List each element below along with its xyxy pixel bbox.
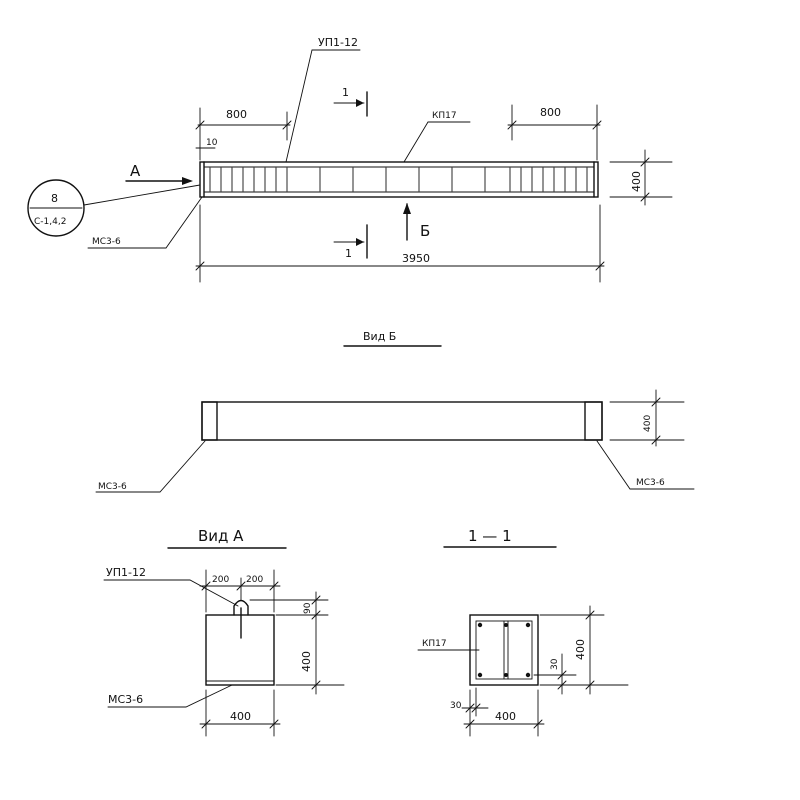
- leader-up1-12: [103, 579, 239, 607]
- label-kp17: КП17: [422, 639, 447, 649]
- rebar-dot: [504, 673, 508, 677]
- tick: [651, 397, 661, 407]
- tick: [595, 261, 605, 271]
- detail-callout-circle: [27, 179, 85, 237]
- detail-callout-leader: [83, 184, 201, 206]
- view-a-arrowhead: [182, 177, 193, 185]
- tick: [311, 680, 321, 690]
- dim-label-200-left: 200: [212, 575, 229, 585]
- view-b-beam: [201, 401, 603, 441]
- dim-label-3950: 3950: [402, 252, 430, 265]
- detail-callout-sheet: С-1,4,2: [34, 217, 66, 227]
- label-mc3-6-left: МС3-6: [98, 482, 127, 492]
- rebar-dot: [525, 672, 531, 678]
- view-b-end-plate-right: [584, 401, 603, 441]
- label-kp17: КП17: [432, 111, 457, 121]
- section-mark-bottom: 1: [345, 247, 352, 260]
- tick: [651, 435, 661, 445]
- view-a-lifting-loop: [233, 599, 249, 616]
- view-b-title: Вид Б: [363, 330, 396, 343]
- view-a: Вид А 200 200 90 400 400 У: [103, 527, 345, 737]
- leader-kp17: [403, 121, 471, 163]
- tick: [311, 610, 321, 620]
- view-b-end-plate-left: [201, 401, 218, 441]
- leader-mc3-6-left: [95, 440, 206, 493]
- section-arrowhead-bottom: [356, 238, 364, 246]
- view-b-arrowhead: [403, 203, 411, 214]
- rebar-dot: [477, 672, 483, 678]
- tick: [640, 157, 650, 167]
- leader-mc3-6: [107, 684, 233, 708]
- view-a-title: Вид А: [198, 527, 244, 545]
- dim-label-height-400: 400: [300, 651, 313, 672]
- label-mc3-6-right: МС3-6: [636, 478, 665, 488]
- dim-label-width-400: 400: [230, 710, 251, 723]
- tick: [269, 581, 279, 591]
- label-mc3-6: МС3-6: [92, 237, 121, 247]
- detail-callout-number: 8: [51, 192, 58, 205]
- dim-label-cover-30-side: 30: [550, 658, 560, 670]
- rebar-dot: [525, 622, 531, 628]
- section-arrowhead-top: [356, 99, 364, 107]
- tick: [201, 719, 211, 729]
- tick: [282, 120, 292, 130]
- label-up1-12: УП1-12: [318, 36, 358, 49]
- tick: [236, 581, 246, 591]
- tick: [507, 120, 517, 130]
- dim-label-800-right: 800: [540, 106, 561, 119]
- dim-label-height-400: 400: [574, 639, 587, 660]
- rebar-dot: [477, 622, 483, 628]
- beam-outline: [199, 161, 599, 198]
- stirrups: [209, 167, 588, 192]
- dim-label-height-400: 400: [630, 171, 643, 192]
- rebar-dot: [504, 623, 508, 627]
- dim-label-800-left: 800: [226, 108, 247, 121]
- tick: [585, 610, 595, 620]
- tick: [195, 261, 205, 271]
- label-up1-12: УП1-12: [106, 566, 146, 579]
- leader-mc3-6: [87, 196, 203, 249]
- dim-label-200-right: 200: [246, 575, 263, 585]
- view-a-marker: А: [130, 162, 141, 180]
- label-mc3-6: МС3-6: [108, 693, 143, 706]
- tick: [533, 719, 543, 729]
- dim-label-width-400: 400: [495, 710, 516, 723]
- dim-label-cover-30-bottom: 30: [450, 701, 462, 711]
- section-mark-top: 1: [342, 86, 349, 99]
- tick: [471, 703, 481, 713]
- tick: [557, 670, 567, 680]
- tick: [585, 680, 595, 690]
- tick: [269, 719, 279, 729]
- view-b: Вид Б 400 МС3-6 МС3-6: [95, 330, 695, 493]
- leader-mc3-6-right: [596, 440, 695, 490]
- tick: [201, 581, 211, 591]
- tick: [592, 120, 602, 130]
- tick: [195, 120, 205, 130]
- dim-label-10: 10: [206, 138, 218, 148]
- leader-up1-12: [285, 49, 361, 163]
- tick: [640, 192, 650, 202]
- view-b-marker: Б: [420, 222, 430, 240]
- tick: [311, 595, 321, 605]
- section-1-1: 1 — 1 КП17 30 400 30: [417, 527, 629, 737]
- tick: [465, 719, 475, 729]
- main-elevation: 800 10 800 УП1-12 КП17 1 1 Б А: [27, 36, 673, 283]
- section-title: 1 — 1: [468, 527, 512, 545]
- dim-label-height-400: 400: [643, 415, 653, 432]
- dim-label-90: 90: [303, 602, 313, 614]
- view-a-section: [205, 614, 275, 686]
